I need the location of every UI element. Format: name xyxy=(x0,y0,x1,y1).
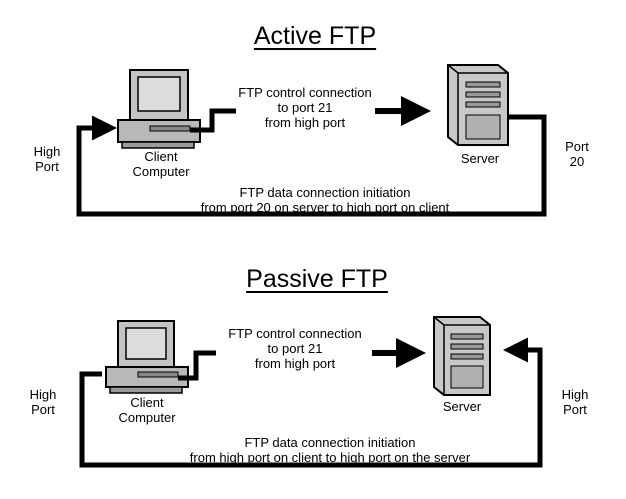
active-right-port-line1: Port xyxy=(565,139,589,154)
active-data-label: FTP data connection initiation from port… xyxy=(150,185,500,216)
active-control-arrow xyxy=(190,108,236,133)
active-server-icon xyxy=(447,64,509,146)
passive-data-line1: FTP data connection initiation xyxy=(244,435,416,450)
passive-client-line2: Computer xyxy=(118,409,176,425)
active-control-line1: FTP control connection xyxy=(238,85,372,100)
active-control-line2: to port 21 xyxy=(277,99,333,115)
passive-data-arrow xyxy=(79,337,543,468)
active-left-port-line1: High xyxy=(33,144,61,159)
active-right-port-label: Port 20 xyxy=(552,139,602,170)
passive-right-port-label: High Port xyxy=(550,387,600,418)
passive-right-port-line1: High xyxy=(561,387,589,402)
passive-control-arrow xyxy=(178,350,216,381)
passive-client-label: Client Computer xyxy=(102,395,192,426)
passive-server-label: Server xyxy=(442,399,482,414)
passive-control-label: FTP control connection to port 21 from h… xyxy=(210,326,380,372)
passive-left-port-line1: High xyxy=(29,387,57,402)
passive-client-computer-icon xyxy=(105,320,189,394)
active-ftp-title: Active FTP xyxy=(253,22,377,50)
active-data-arrow xyxy=(76,114,547,217)
passive-control-line3: from high port xyxy=(254,355,336,371)
active-client-label: Client Computer xyxy=(116,149,206,180)
passive-right-port-line2: Port xyxy=(563,401,587,417)
active-client-line1: Client xyxy=(144,149,178,164)
passive-ftp-title: Passive FTP xyxy=(246,265,388,293)
active-data-line2: from port 20 on server to high port on c… xyxy=(200,199,450,215)
passive-control-line1: FTP control connection xyxy=(228,326,362,341)
active-server-label: Server xyxy=(460,151,500,166)
active-control-label: FTP control connection to port 21 from h… xyxy=(220,85,390,131)
passive-server-icon xyxy=(433,316,491,396)
active-client-line2: Computer xyxy=(132,163,190,179)
active-left-port-line2: Port xyxy=(35,158,59,174)
active-control-line3: from high port xyxy=(264,114,346,130)
passive-data-label: FTP data connection initiation from high… xyxy=(150,435,510,466)
active-client-computer-icon xyxy=(117,69,201,149)
passive-data-line2: from high port on client to high port on… xyxy=(189,449,471,465)
passive-control-line2: to port 21 xyxy=(267,340,323,356)
passive-left-port-line2: Port xyxy=(31,401,55,417)
active-data-line1: FTP data connection initiation xyxy=(239,185,411,200)
active-right-port-line2: 20 xyxy=(569,153,585,169)
passive-client-line1: Client xyxy=(130,395,164,410)
active-left-port-label: High Port xyxy=(22,144,72,175)
passive-left-port-label: High Port xyxy=(18,387,68,418)
